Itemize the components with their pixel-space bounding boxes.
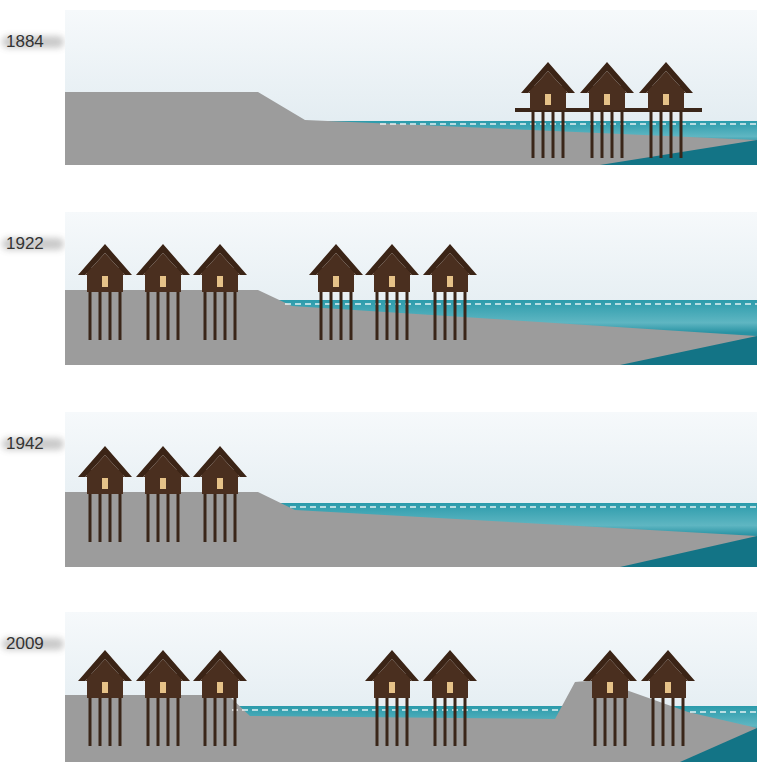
year-label: 2009 <box>6 635 44 654</box>
year-label: 1884 <box>6 33 44 52</box>
year-label: 1922 <box>6 235 44 254</box>
year-label: 1942 <box>6 435 44 454</box>
